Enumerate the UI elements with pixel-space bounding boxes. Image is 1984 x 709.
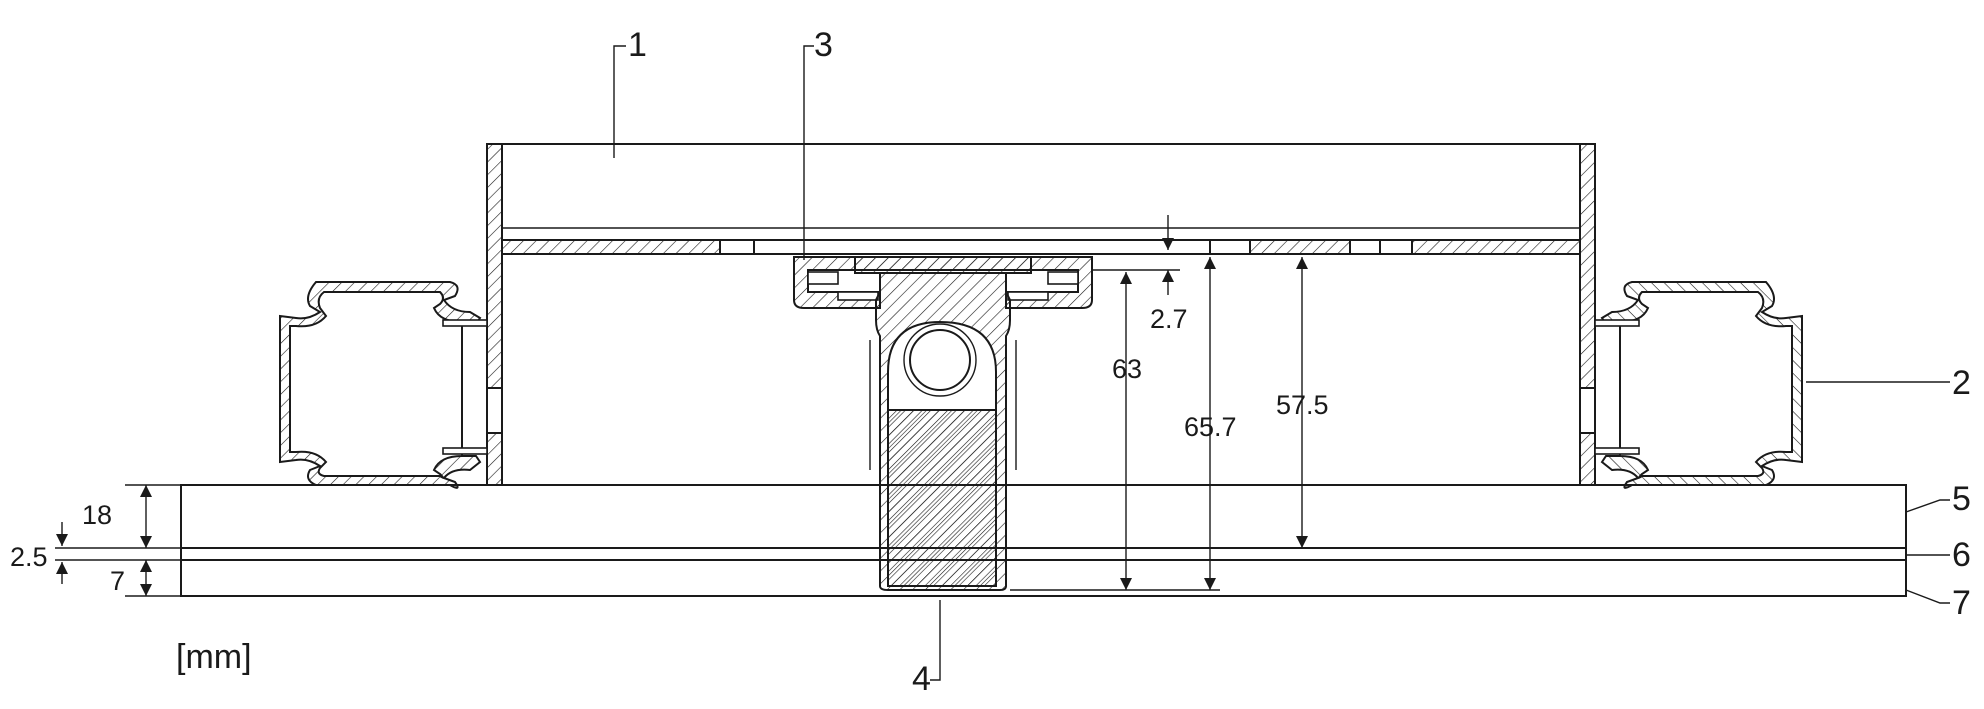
unit-label: [mm] bbox=[176, 638, 252, 676]
callout-5: 5 bbox=[1952, 480, 1971, 518]
dim-65-7: 65.7 bbox=[1184, 412, 1237, 442]
dim-57-5: 57.5 bbox=[1276, 390, 1329, 420]
callout-labels: 1 3 2 5 6 7 4 bbox=[628, 26, 1971, 698]
dimension-lines bbox=[55, 215, 1308, 597]
bolt-4 bbox=[854, 256, 1032, 591]
dim-2-5: 2.5 bbox=[10, 542, 48, 572]
callout-1: 1 bbox=[628, 26, 647, 64]
slab-5 bbox=[180, 484, 1907, 549]
callout-7: 7 bbox=[1952, 584, 1971, 622]
dim-2-7: 2.7 bbox=[1150, 304, 1188, 334]
slab-6 bbox=[180, 547, 1907, 561]
dim-7: 7 bbox=[110, 566, 125, 596]
leader-lines bbox=[613, 45, 1950, 681]
callout-4: 4 bbox=[912, 660, 931, 698]
callout-6: 6 bbox=[1952, 536, 1971, 574]
frame-profile-left bbox=[279, 281, 488, 489]
slab-layers bbox=[180, 484, 1907, 597]
dim-18: 18 bbox=[82, 500, 112, 530]
dim-63: 63 bbox=[1112, 354, 1142, 384]
dimension-labels: 2.7 63 65.7 57.5 18 2.5 7 bbox=[10, 304, 1329, 596]
callout-2: 2 bbox=[1952, 364, 1971, 402]
frame-profile-right bbox=[1594, 281, 1803, 489]
housing-1 bbox=[486, 143, 1596, 486]
callout-3: 3 bbox=[814, 26, 833, 64]
